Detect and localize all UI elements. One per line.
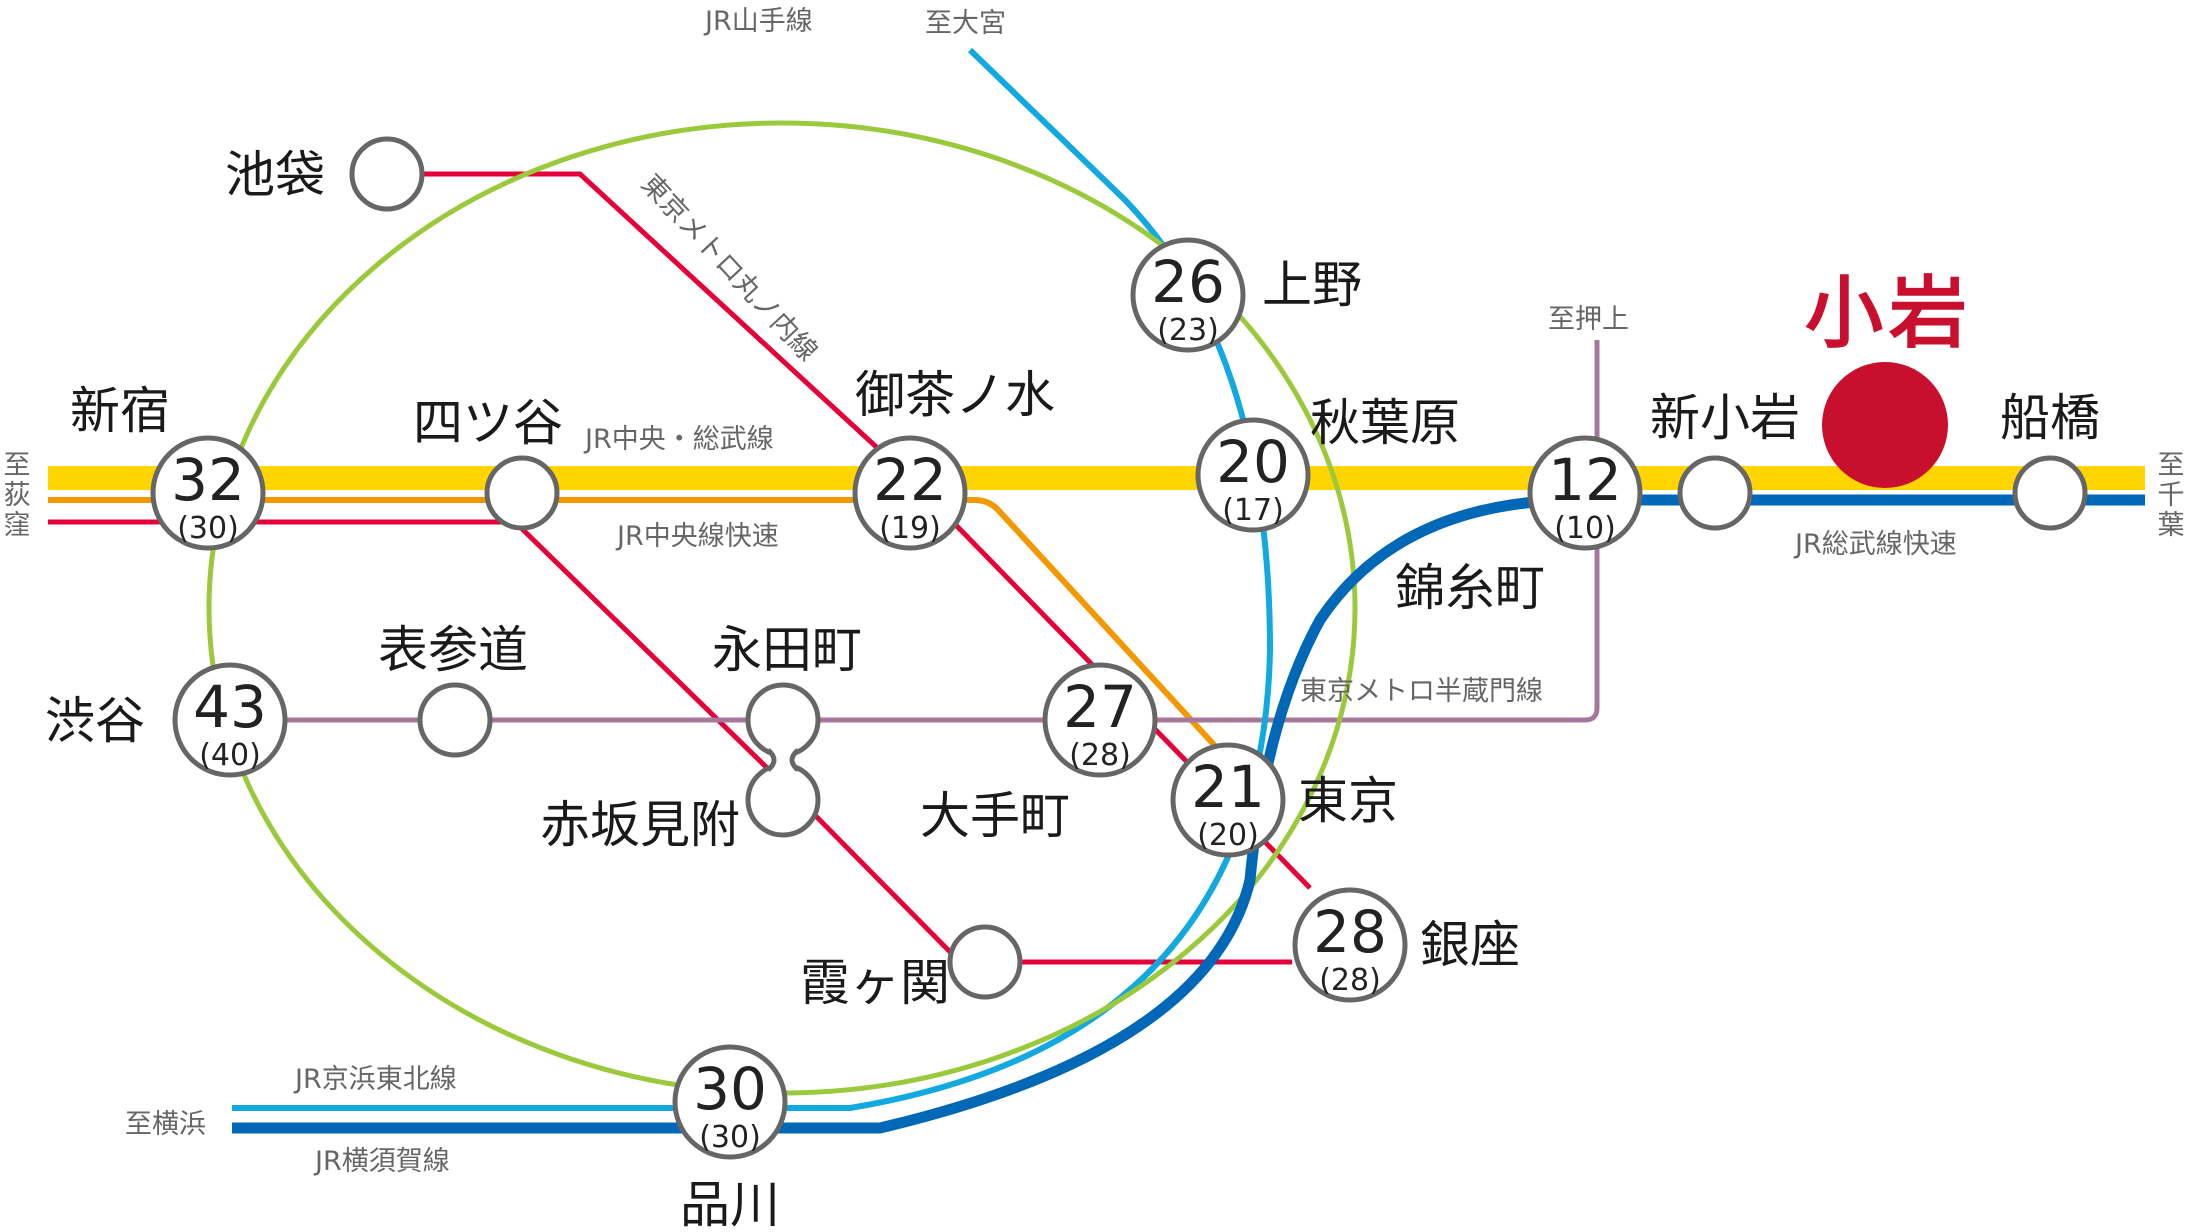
sobu-rapid-label: JR総武線快速 — [1793, 529, 1957, 560]
station-name-shinkoiwa: 新小岩 — [1650, 389, 1800, 447]
station-funabashi[interactable] — [2012, 455, 2088, 531]
hanzomon-label: 東京メトロ半蔵門線 — [1300, 676, 1543, 707]
station-name-akihabara: 秋葉原 — [1310, 394, 1460, 452]
station-shinagawa[interactable]: 30 (30) — [672, 1044, 788, 1160]
station-name-koiwa: 小岩 — [1805, 269, 1973, 359]
dest-oshiage: 至押上 — [1548, 304, 1629, 335]
station-kasumigaseki[interactable] — [947, 924, 1023, 1000]
minutes-ueno: 26 — [1151, 248, 1225, 316]
minutes-shinagawa: 30 — [693, 1055, 767, 1123]
dest-yokohama: 至横浜 — [125, 1109, 206, 1140]
minutes-shibuya: 43 — [193, 673, 267, 741]
station-name-funabashi: 船橋 — [2000, 389, 2100, 447]
minutes-alt-ueno: (23) — [1157, 313, 1219, 348]
station-name-omotesando: 表参道 — [378, 621, 528, 679]
minutes-tokyo: 21 — [1191, 753, 1265, 821]
minutes-ginza: 28 — [1313, 898, 1387, 966]
minutes-kinshicho: 12 — [1548, 446, 1622, 514]
station-kinshicho[interactable]: 12 (10) — [1527, 435, 1643, 551]
station-shibuya[interactable]: 43 (40) — [172, 662, 288, 778]
station-name-ueno: 上野 — [1262, 256, 1362, 314]
station-yotsuya[interactable] — [484, 455, 560, 531]
minutes-alt-otemachi: (28) — [1069, 738, 1131, 773]
station-ikebukuro[interactable] — [349, 136, 425, 212]
chuo-rapid-line — [48, 497, 1231, 763]
minutes-alt-kinshicho: (10) — [1554, 511, 1616, 546]
station-name-shinjuku: 新宿 — [70, 382, 170, 440]
minutes-alt-ochanomizu: (19) — [879, 511, 941, 546]
dest-ogikubo: 至荻窪 — [0, 450, 30, 540]
minutes-alt-shinagawa: (30) — [699, 1120, 761, 1155]
minutes-alt-shibuya: (40) — [199, 738, 261, 773]
minutes-alt-ginza: (28) — [1319, 963, 1381, 998]
minutes-otemachi: 27 — [1063, 673, 1137, 741]
station-shinkoiwa[interactable] — [1677, 455, 1753, 531]
station-shinjuku[interactable]: 32 (30) — [150, 435, 266, 551]
chuo-rapid-label: JR中央線快速 — [615, 521, 779, 552]
minutes-akihabara: 20 — [1216, 428, 1290, 496]
minutes-ochanomizu: 22 — [873, 446, 947, 514]
station-otemachi[interactable]: 27 (28) — [1042, 662, 1158, 778]
hanzomon-line — [230, 340, 1600, 723]
station-ueno[interactable]: 26 (23) — [1130, 237, 1246, 353]
yokosuka-label: JR横須賀線 — [313, 1146, 450, 1177]
station-ginza[interactable]: 28 (28) — [1292, 887, 1408, 1003]
keihin-tohoku-label: JR京浜東北線 — [293, 1064, 457, 1095]
station-name-otemachi: 大手町 — [920, 787, 1070, 845]
station-name-ochanomizu: 御茶ノ水 — [855, 366, 1055, 424]
station-tokyo[interactable]: 21 (20) — [1170, 742, 1286, 858]
minutes-shinjuku: 32 — [171, 446, 245, 514]
station-name-shibuya: 渋谷 — [45, 692, 145, 750]
station-koiwa-highlight[interactable] — [1822, 362, 1948, 488]
marunouchi-label: 東京メトロ丸ノ内線 — [635, 169, 823, 368]
station-name-ikebukuro: 池袋 — [225, 146, 325, 204]
station-name-kinshicho: 錦糸町 — [1395, 559, 1545, 617]
station-akihabara[interactable]: 20 (17) — [1195, 417, 1311, 533]
dest-omiya: 至大宮 — [925, 8, 1006, 39]
station-name-yotsuya: 四ツ谷 — [413, 394, 563, 452]
minutes-alt-shinjuku: (30) — [177, 511, 239, 546]
minutes-alt-tokyo: (20) — [1197, 818, 1259, 853]
station-name-kasumigaseki: 霞ヶ関 — [800, 954, 950, 1012]
chuo-sobu-label: JR中央・総武線 — [583, 424, 774, 455]
minutes-alt-akihabara: (17) — [1222, 493, 1284, 528]
station-ochanomizu[interactable]: 22 (19) — [852, 435, 968, 551]
transfer-link-outline — [766, 748, 800, 772]
yamanote-label: JR山手線 — [703, 6, 813, 37]
station-name-akasakamitsuke: 赤坂見附 — [540, 796, 740, 854]
dest-chiba: 至千葉 — [2153, 450, 2185, 540]
station-omotesando[interactable] — [417, 682, 493, 758]
station-name-ginza: 銀座 — [1420, 916, 1520, 974]
station-name-tokyo: 東京 — [1298, 772, 1398, 830]
station-name-shinagawa: 品川 — [680, 1176, 780, 1232]
station-name-nagatacho: 永田町 — [712, 621, 862, 679]
